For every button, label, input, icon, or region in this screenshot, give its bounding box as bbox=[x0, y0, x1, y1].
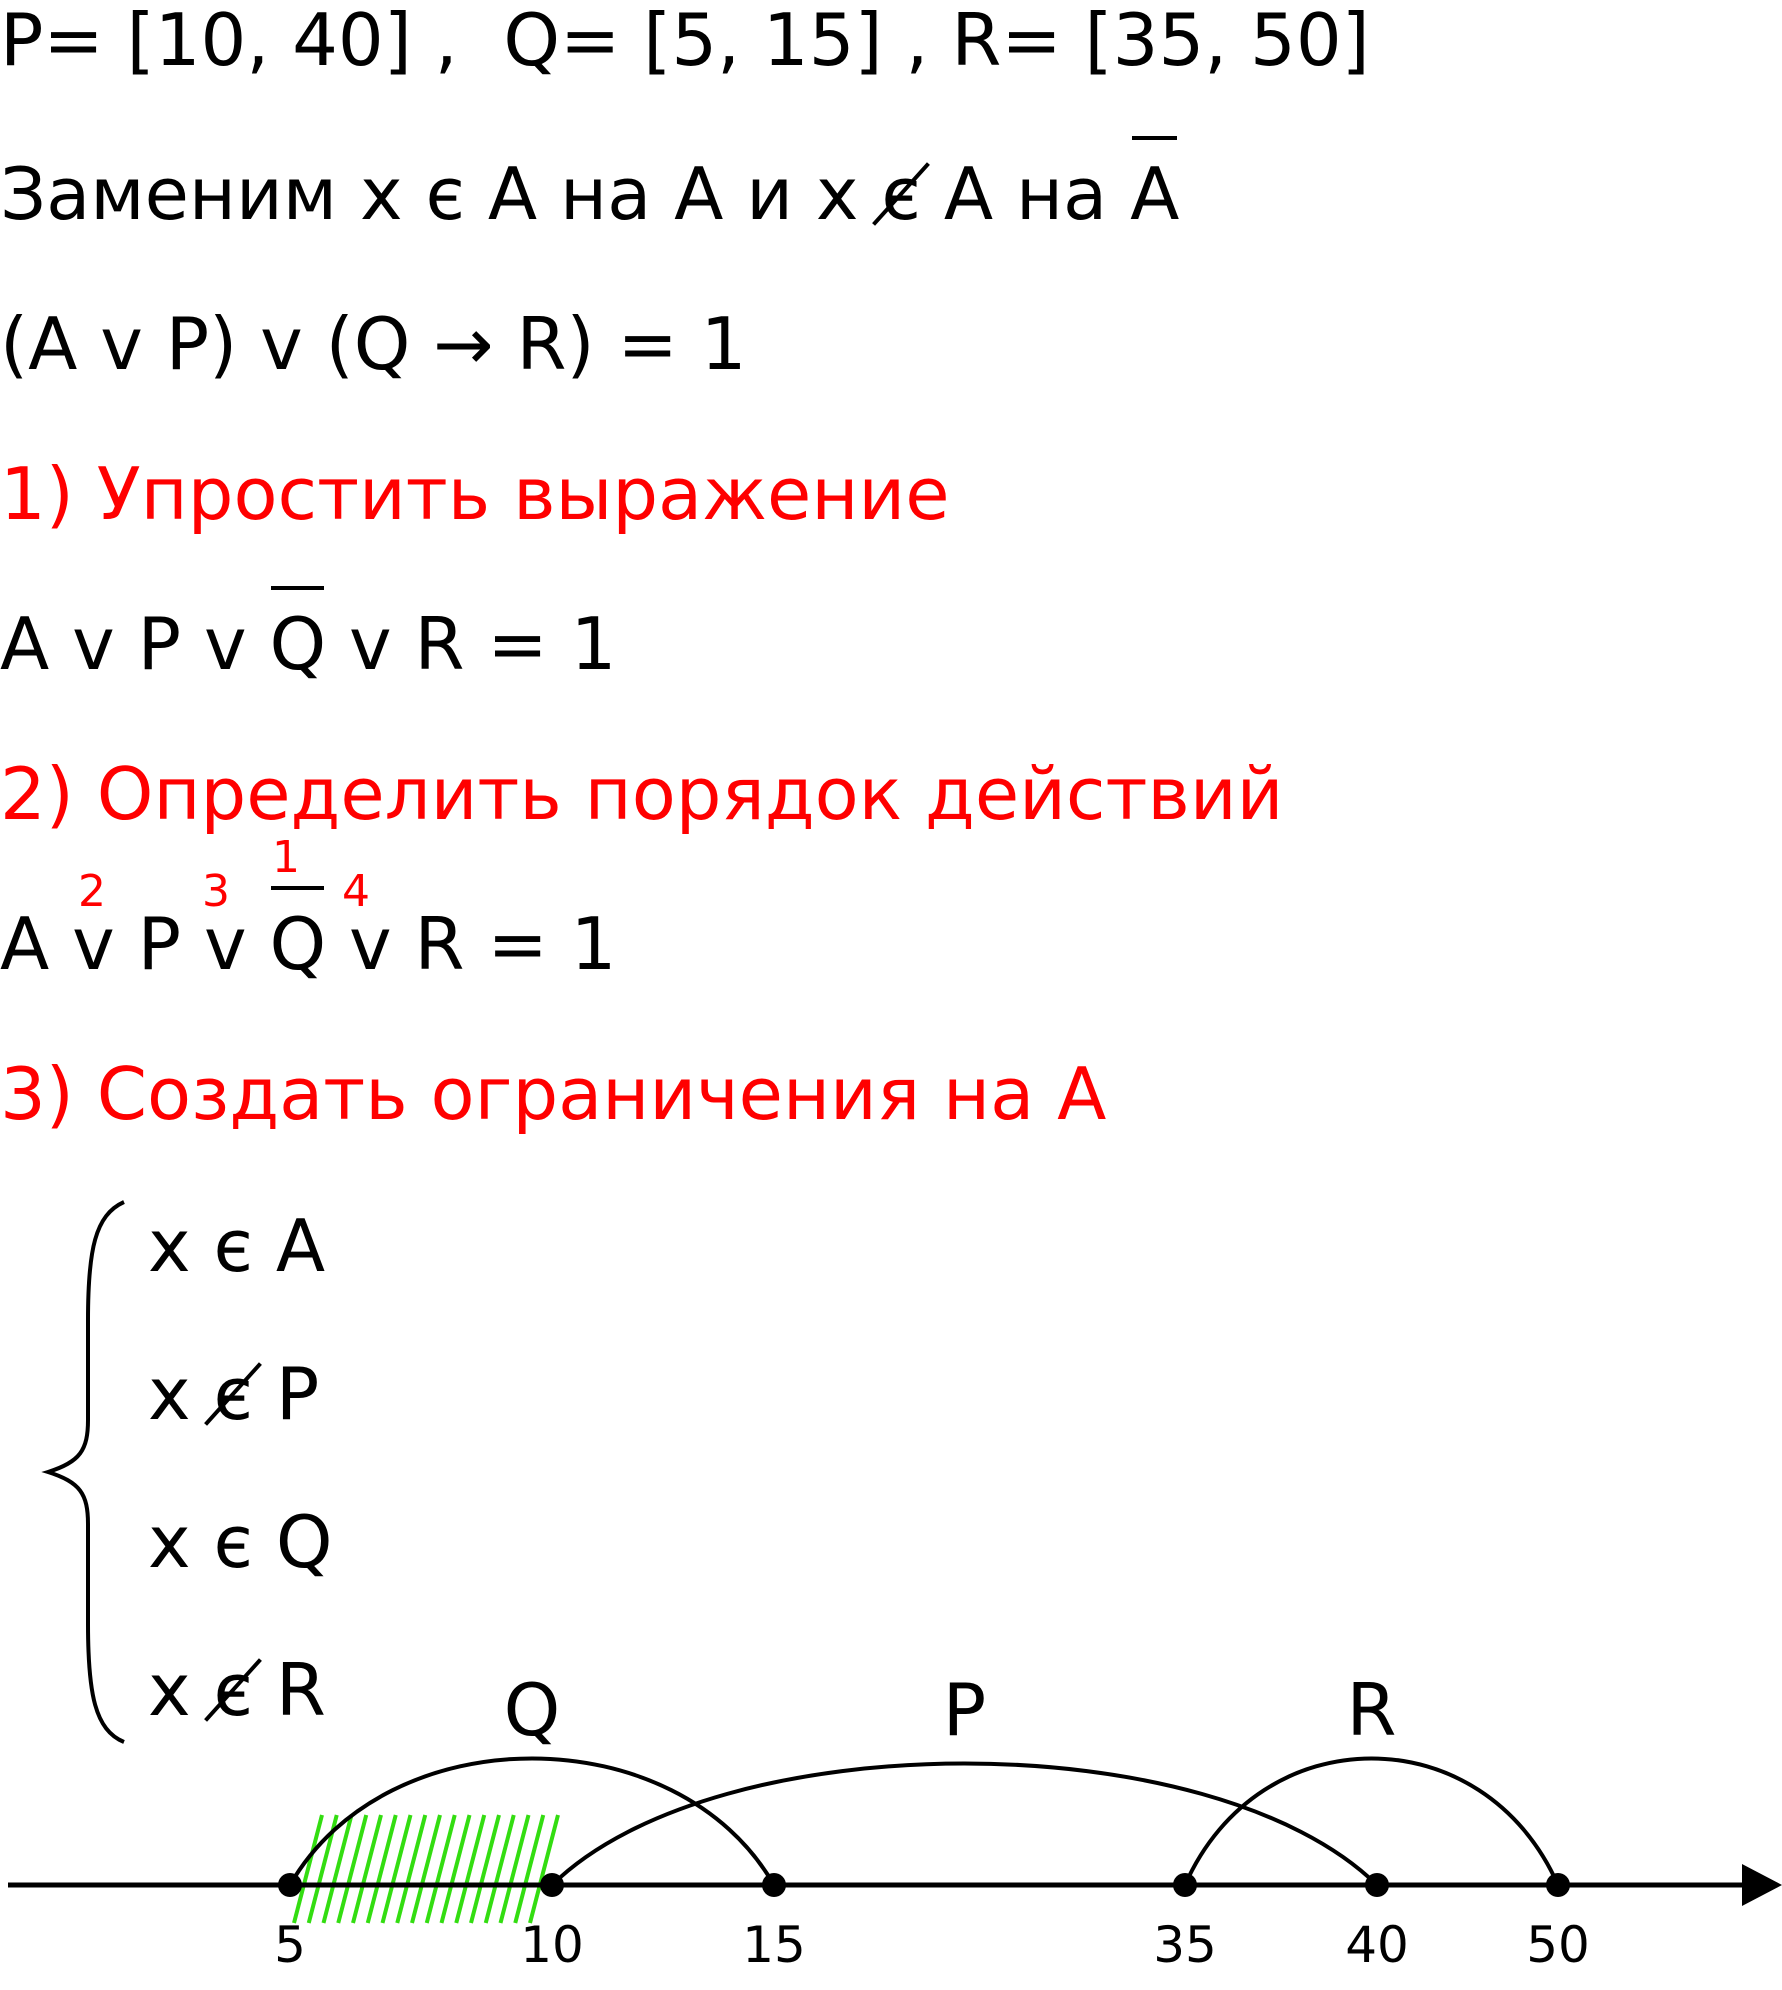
step-1-heading: 1) Упростить выражение bbox=[0, 452, 950, 536]
ordered-a: A bbox=[0, 902, 50, 986]
endpoint-dot-40 bbox=[1365, 1873, 1389, 1897]
hatch-stroke bbox=[424, 1814, 457, 1924]
hatch-stroke bbox=[513, 1814, 546, 1924]
hatch-stroke bbox=[292, 1814, 324, 1924]
order-number-3: 3 bbox=[202, 866, 230, 917]
endpoint-dots bbox=[278, 1873, 1570, 1897]
order-number-1: 1 bbox=[272, 832, 300, 883]
endpoint-dot-15 bbox=[762, 1873, 786, 1897]
step-2-heading: 2) Определить порядок действий bbox=[0, 752, 1284, 836]
tick-label-15: 15 bbox=[742, 1916, 806, 1974]
simplified-part-1: A v P v bbox=[0, 602, 247, 686]
axis-arrow-icon bbox=[1742, 1864, 1782, 1906]
expression-end: R) = 1 bbox=[516, 302, 747, 386]
implication-arrow-icon: → bbox=[433, 302, 494, 386]
condition-x-not-in-p: x є P bbox=[148, 1352, 320, 1436]
substitution-rule: Заменим x є A на A и x є A на A bbox=[0, 136, 1180, 236]
order-number-2: 2 bbox=[78, 866, 106, 917]
hatch-stroke bbox=[380, 1814, 413, 1924]
rule-text-2: A на A и x bbox=[487, 152, 859, 236]
endpoint-dot-50 bbox=[1546, 1873, 1570, 1897]
order-number-4: 4 bbox=[342, 866, 370, 917]
ordered-or-3: v bbox=[349, 902, 392, 986]
arc-p bbox=[550, 1761, 1379, 1887]
arc-q bbox=[288, 1756, 776, 1886]
tick-label-5: 5 bbox=[274, 1916, 306, 1974]
ordered-q-negation: Q bbox=[269, 886, 327, 986]
endpoint-dot-5 bbox=[278, 1873, 302, 1897]
condition-x-in-a: x є A bbox=[148, 1204, 326, 1288]
interval-q: Q= [5, 15] , bbox=[503, 0, 929, 82]
hatch-stroke bbox=[336, 1814, 369, 1924]
hatch-stroke bbox=[439, 1814, 472, 1924]
ordered-or-1: v bbox=[72, 902, 115, 986]
not-element-of-symbol: є bbox=[881, 152, 921, 236]
ordered-p: P bbox=[137, 902, 182, 986]
solution-hatching bbox=[292, 1814, 560, 1924]
ordered-expression: A v P v Q v R = 1 bbox=[0, 886, 616, 986]
simplified-expression: A v P v Q v R = 1 bbox=[0, 586, 616, 686]
a-negation: A bbox=[1130, 136, 1180, 236]
condition-x-not-in-r: x є R bbox=[148, 1648, 326, 1732]
hatch-stroke bbox=[469, 1814, 501, 1924]
hatch-stroke bbox=[365, 1814, 398, 1924]
arc-label-q: Q bbox=[504, 1668, 561, 1752]
arc-label-p: P bbox=[943, 1668, 986, 1752]
hatch-stroke bbox=[528, 1814, 560, 1924]
hatch-stroke bbox=[395, 1814, 428, 1924]
expression-start: (A v P) v (Q bbox=[0, 302, 411, 386]
system-brace-icon bbox=[41, 1200, 125, 1744]
rule-text-3: A на bbox=[943, 152, 1108, 236]
q-negation: Q bbox=[269, 586, 327, 686]
step-3-heading: 3) Создать ограничения на A bbox=[0, 1052, 1107, 1136]
original-expression: (A v P) v (Q → R) = 1 bbox=[0, 308, 747, 380]
tick-label-10: 10 bbox=[520, 1916, 584, 1974]
ordered-rest: R = 1 bbox=[414, 902, 617, 986]
ordered-or-2: v bbox=[203, 902, 247, 986]
hatch-stroke bbox=[351, 1814, 383, 1924]
simplified-part-2: v R = 1 bbox=[349, 602, 617, 686]
hatch-stroke bbox=[483, 1814, 516, 1924]
arc-r bbox=[1183, 1756, 1560, 1886]
hatch-stroke bbox=[321, 1814, 354, 1924]
tick-labels: 5 10 15 35 40 50 bbox=[274, 1916, 1590, 1974]
interval-r: R= [35, 50] bbox=[951, 0, 1370, 82]
element-of-symbol: є bbox=[425, 152, 465, 236]
tick-label-35: 35 bbox=[1153, 1916, 1217, 1974]
hatch-stroke bbox=[410, 1814, 442, 1924]
endpoint-dot-10 bbox=[540, 1873, 564, 1897]
intervals-definition: P= [10, 40] , Q= [5, 15] , R= [35, 50] bbox=[0, 4, 1370, 76]
hatch-stroke bbox=[454, 1814, 487, 1924]
arc-label-r: R bbox=[1346, 1668, 1396, 1752]
condition-x-in-q: x є Q bbox=[148, 1500, 333, 1584]
rule-text-1: Заменим x bbox=[0, 152, 403, 236]
tick-label-50: 50 bbox=[1526, 1916, 1590, 1974]
interval-p: P= [10, 40] , bbox=[0, 0, 458, 82]
hatch-stroke bbox=[498, 1814, 531, 1924]
tick-label-40: 40 bbox=[1345, 1916, 1409, 1974]
endpoint-dot-35 bbox=[1173, 1873, 1197, 1897]
